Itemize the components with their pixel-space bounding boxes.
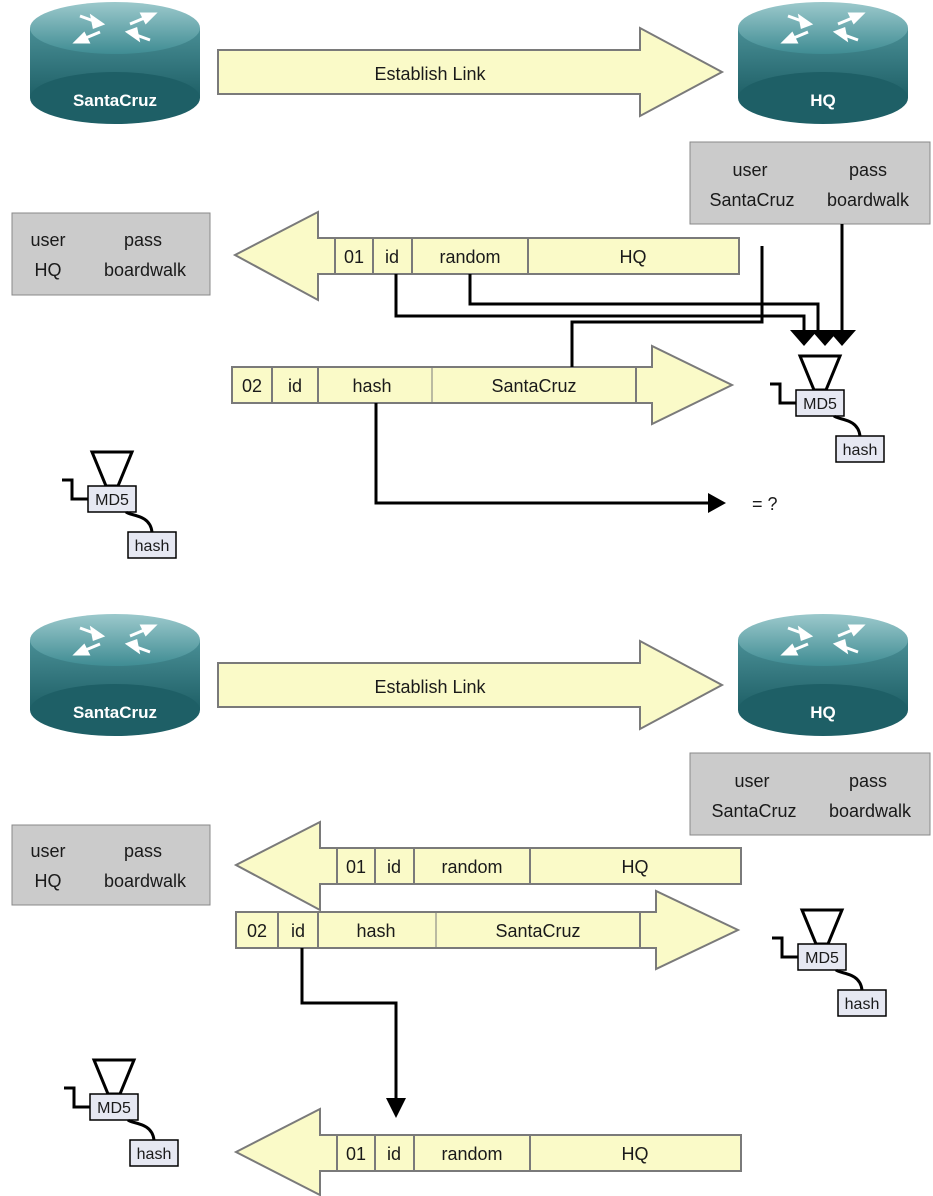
- packet-code: 02: [247, 921, 267, 941]
- cred-user-value: SantaCruz: [709, 190, 794, 210]
- packet-code: 02: [242, 376, 262, 396]
- response-packet-bottom: 02 id hash SantaCruz: [235, 911, 641, 949]
- packet-id: id: [288, 376, 302, 396]
- md5-output: hash: [843, 442, 878, 459]
- establish-link-arrow: Establish Link: [217, 26, 725, 118]
- md5-label: MD5: [95, 492, 129, 509]
- packet-data: random: [439, 247, 500, 267]
- cred-user-value: SantaCruz: [711, 801, 796, 821]
- cred-pass-value: boardwalk: [104, 260, 187, 280]
- packet-data: random: [441, 857, 502, 877]
- cred-pass-header: pass: [124, 841, 162, 861]
- md5-hq-top: MD5 hash: [768, 354, 886, 464]
- cred-user-header: user: [734, 771, 769, 791]
- connector-lines-bottom: [300, 948, 398, 1100]
- santacruz-credential-box: user pass HQ boardwalk: [11, 824, 211, 906]
- challenge-arrow: [232, 210, 336, 302]
- md5-santacruz-bottom: MD5 hash: [62, 1058, 180, 1168]
- router-hq-top: HQ: [736, 0, 910, 126]
- router-santacruz-bottom: SantaCruz: [28, 612, 202, 738]
- compare-label: = ?: [752, 494, 778, 514]
- challenge-packet-middle: 01 id random HQ: [336, 847, 742, 885]
- router-label: HQ: [810, 91, 836, 110]
- cred-user-header: user: [732, 160, 767, 180]
- packet-id: id: [385, 247, 399, 267]
- arrowhead-bottom: [386, 1098, 406, 1118]
- packet-code: 01: [344, 247, 364, 267]
- router-santacruz-top: SantaCruz: [28, 0, 202, 126]
- challenge-packet-top: 01 id random HQ: [334, 237, 740, 275]
- md5-label: MD5: [803, 396, 837, 413]
- connector-lines-top: [374, 224, 844, 505]
- response-arrow: [639, 889, 741, 971]
- cred-user-value: HQ: [35, 871, 62, 891]
- cred-user-header: user: [30, 841, 65, 861]
- packet-data: hash: [352, 376, 391, 396]
- challenge-packet-bottom: 01 id random HQ: [336, 1134, 742, 1172]
- cred-pass-value: boardwalk: [827, 190, 910, 210]
- hq-credential-box: user pass SantaCruz boardwalk: [689, 752, 931, 836]
- arrowheads-top: [708, 330, 856, 513]
- establish-link-label: Establish Link: [374, 64, 486, 84]
- md5-label: MD5: [805, 950, 839, 967]
- router-label: SantaCruz: [73, 91, 157, 110]
- router-hq-bottom: HQ: [736, 612, 910, 738]
- md5-label: MD5: [97, 1100, 131, 1117]
- packet-name: HQ: [622, 857, 649, 877]
- packet-name: SantaCruz: [495, 921, 580, 941]
- hq-credential-box: user pass SantaCruz boardwalk: [689, 141, 931, 225]
- packet-name: HQ: [622, 1144, 649, 1164]
- cred-pass-header: pass: [849, 160, 887, 180]
- md5-output: hash: [135, 538, 170, 555]
- cred-pass-header: pass: [849, 771, 887, 791]
- cred-pass-header: pass: [124, 230, 162, 250]
- packet-name: HQ: [620, 247, 647, 267]
- panel-bottom: SantaCruz HQ Establish Link user pass Sa…: [11, 612, 931, 1196]
- challenge-arrow: [233, 820, 338, 912]
- establish-link-arrow: Establish Link: [217, 639, 725, 731]
- md5-output: hash: [137, 1146, 172, 1163]
- packet-name: SantaCruz: [491, 376, 576, 396]
- packet-code: 01: [346, 857, 366, 877]
- md5-hq-bottom: MD5 hash: [770, 908, 888, 1018]
- cred-pass-value: boardwalk: [829, 801, 912, 821]
- packet-data: hash: [356, 921, 395, 941]
- packet-code: 01: [346, 1144, 366, 1164]
- cred-user-value: HQ: [35, 260, 62, 280]
- cred-pass-value: boardwalk: [104, 871, 187, 891]
- router-label: SantaCruz: [73, 703, 157, 722]
- md5-output: hash: [845, 996, 880, 1013]
- packet-id: id: [387, 1144, 401, 1164]
- packet-id: id: [291, 921, 305, 941]
- md5-santacruz-top: MD5 hash: [60, 450, 178, 560]
- panel-top: SantaCruz HQ Establish Link user pass Sa…: [11, 0, 931, 560]
- router-label: HQ: [810, 703, 836, 722]
- response-packet-top: 02 id hash SantaCruz: [231, 366, 637, 404]
- establish-link-label: Establish Link: [374, 677, 486, 697]
- response-arrow: [635, 344, 735, 426]
- packet-data: random: [441, 1144, 502, 1164]
- cred-user-header: user: [30, 230, 65, 250]
- challenge-arrow: [233, 1107, 338, 1196]
- santacruz-credential-box: user pass HQ boardwalk: [11, 212, 211, 296]
- packet-id: id: [387, 857, 401, 877]
